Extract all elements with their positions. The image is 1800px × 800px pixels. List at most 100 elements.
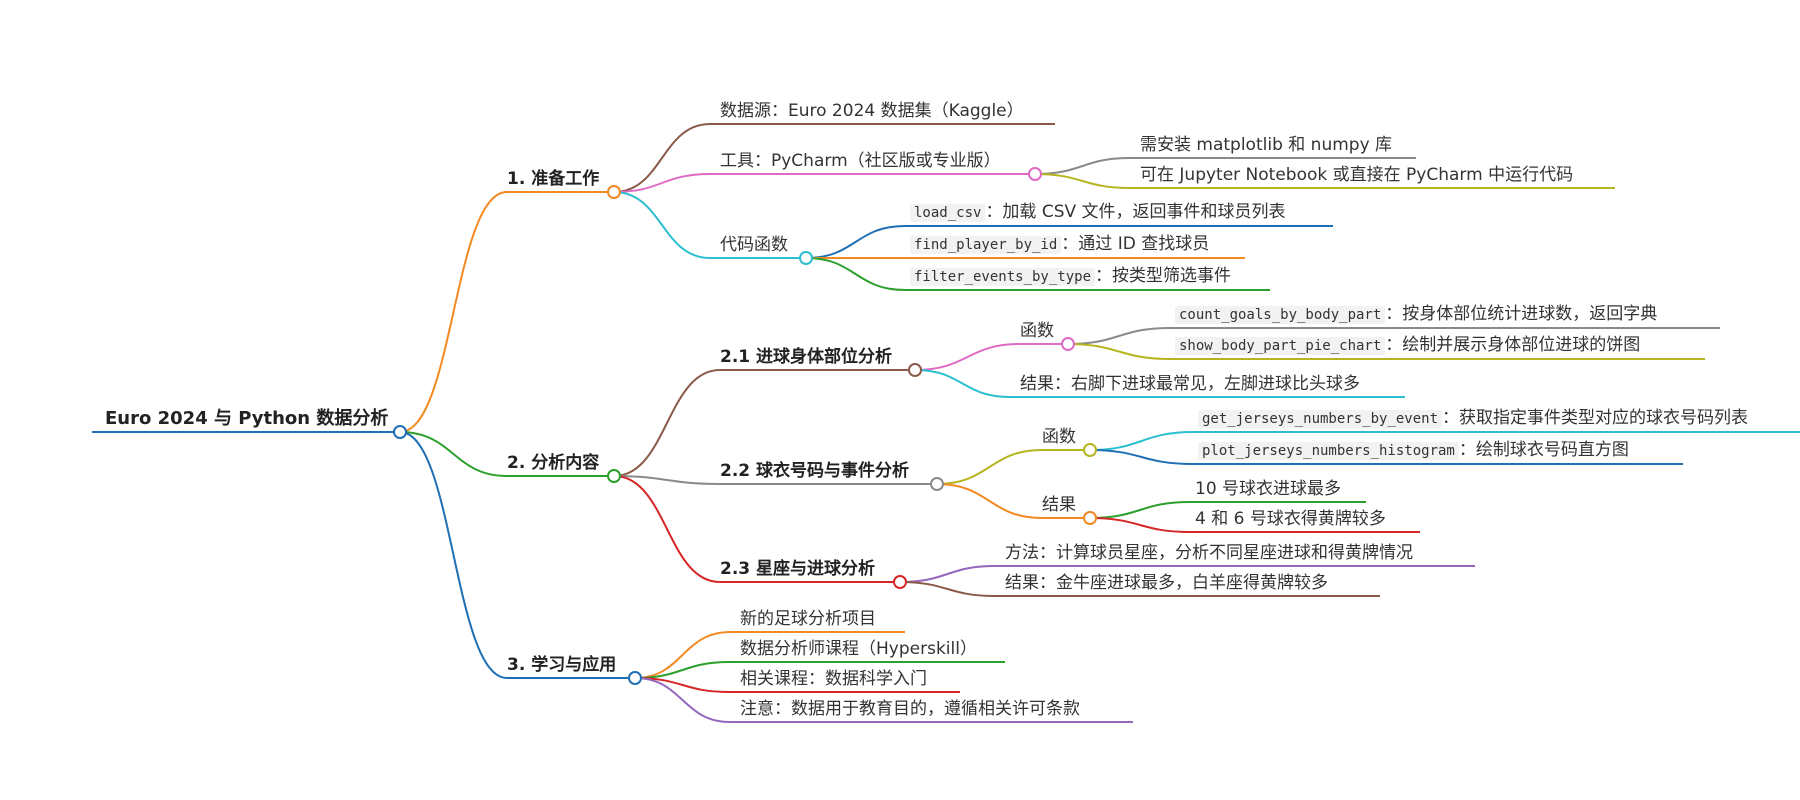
edge-b1c2-b1c2b xyxy=(1034,173,1131,189)
node-b21a2-desc: ：绘制并展示身体部位进球的饼图 xyxy=(1385,335,1641,355)
node-b22[interactable]: 2.2 球衣号码与事件分析 xyxy=(720,460,909,482)
edge-b2-b23 xyxy=(613,475,721,583)
node-b1c3b-desc: ：通过 ID 查找球员 xyxy=(1061,234,1210,254)
node-b22b[interactable]: 结果 xyxy=(1042,494,1076,516)
node-b22a2[interactable]: plot_jerseys_numbers_histogram：绘制球衣号码直方图 xyxy=(1198,439,1629,462)
edge-b21a-b21a2 xyxy=(1067,343,1171,360)
edge-b21a-b21a1 xyxy=(1067,327,1171,345)
node-b1c3a[interactable]: load_csv：加载 CSV 文件，返回事件和球员列表 xyxy=(910,201,1286,224)
node-b3b[interactable]: 数据分析师课程（Hyperskill） xyxy=(740,638,977,660)
node-b1c3c-desc: ：按类型筛选事件 xyxy=(1095,266,1232,286)
edge-b1c3-b1c3c xyxy=(805,257,906,291)
node-b3a-text: 新的足球分析项目 xyxy=(740,609,876,629)
node-b22-text: 2.2 球衣号码与事件分析 xyxy=(720,461,910,481)
node-b21a[interactable]: 函数 xyxy=(1020,320,1054,342)
node-b21a-text: 函数 xyxy=(1020,321,1054,341)
edge-b22-b22b xyxy=(936,483,1043,519)
edge-b3-b3d xyxy=(634,677,731,723)
node-b3-text: 3. 学习与应用 xyxy=(507,655,617,675)
edge-root-b3 xyxy=(399,431,508,679)
node-root-text: Euro 2024 与 Python 数据分析 xyxy=(105,408,389,429)
edge-b1-b1c1 xyxy=(613,123,711,193)
edge-b1-b1c2 xyxy=(613,173,711,193)
node-b22b1[interactable]: 10 号球衣进球最多 xyxy=(1195,478,1341,500)
node-b22b2-text: 4 和 6 号球衣得黄牌较多 xyxy=(1195,509,1386,529)
node-b21a2[interactable]: show_body_part_pie_chart：绘制并展示身体部位进球的饼图 xyxy=(1175,334,1640,357)
node-b1c3a-desc: ：加载 CSV 文件，返回事件和球员列表 xyxy=(985,202,1286,222)
node-b22b-text: 结果 xyxy=(1042,495,1076,515)
node-b1c3b-code: find_player_by_id xyxy=(910,236,1062,254)
edge-b3-b3a xyxy=(634,631,731,679)
node-b1c2a-text: 需安装 matplotlib 和 numpy 库 xyxy=(1140,135,1393,155)
node-b22b1-text: 10 号球衣进球最多 xyxy=(1195,479,1342,499)
node-b1c2[interactable]: 工具：PyCharm（社区版或专业版） xyxy=(720,150,1001,172)
edge-b21-b21a xyxy=(914,343,1021,371)
node-b1c3c[interactable]: filter_events_by_type：按类型筛选事件 xyxy=(910,265,1231,288)
node-b3c[interactable]: 相关课程：数据科学入门 xyxy=(740,668,927,690)
edge-layer xyxy=(399,123,1194,723)
node-b1c2a[interactable]: 需安装 matplotlib 和 numpy 库 xyxy=(1140,134,1392,156)
node-b3[interactable]: 3. 学习与应用 xyxy=(507,654,616,676)
node-b22b2[interactable]: 4 和 6 号球衣得黄牌较多 xyxy=(1195,508,1386,530)
node-b2[interactable]: 2. 分析内容 xyxy=(507,452,599,474)
node-b3d[interactable]: 注意：数据用于教育目的，遵循相关许可条款 xyxy=(740,698,1080,720)
node-b3c-text: 相关课程：数据科学入门 xyxy=(740,669,927,689)
edge-b22a-b22a2 xyxy=(1089,449,1194,465)
collapse-toggle-b22[interactable] xyxy=(930,477,944,491)
collapse-toggle-b22b[interactable] xyxy=(1083,511,1097,525)
node-b21a1[interactable]: count_goals_by_body_part：按身体部位统计进球数，返回字典 xyxy=(1175,303,1657,326)
node-b1c1[interactable]: 数据源：Euro 2024 数据集（Kaggle） xyxy=(720,100,1024,122)
node-b23b[interactable]: 结果：金牛座进球最多，白羊座得黄牌较多 xyxy=(1005,572,1328,594)
node-b1c3-text: 代码函数 xyxy=(720,235,788,255)
collapse-dot-layer xyxy=(393,167,1097,685)
node-b21a1-code: count_goals_by_body_part xyxy=(1175,306,1386,324)
node-b22a-text: 函数 xyxy=(1042,427,1076,447)
node-b1c3[interactable]: 代码函数 xyxy=(720,234,788,256)
edge-b2-b22 xyxy=(613,475,721,485)
edge-root-b1 xyxy=(399,191,508,433)
node-b23[interactable]: 2.3 星座与进球分析 xyxy=(720,558,875,580)
edge-root-b2 xyxy=(399,431,508,477)
node-b1c3a-code: load_csv xyxy=(910,204,986,222)
node-b22a1-desc: ：获取指定事件类型对应的球衣号码列表 xyxy=(1442,408,1749,428)
node-b22a2-code: plot_jerseys_numbers_histogram xyxy=(1198,442,1459,460)
node-b21b[interactable]: 结果：右脚下进球最常见，左脚进球比头球多 xyxy=(1020,373,1360,395)
collapse-toggle-b1c3[interactable] xyxy=(799,251,813,265)
node-b23a[interactable]: 方法：计算球员星座，分析不同星座进球和得黄牌情况 xyxy=(1005,542,1413,564)
node-b22a1[interactable]: get_jerseys_numbers_by_event：获取指定事件类型对应的… xyxy=(1198,407,1748,430)
collapse-toggle-b1[interactable] xyxy=(607,185,621,199)
collapse-toggle-root[interactable] xyxy=(393,425,407,439)
node-b21b-text: 结果：右脚下进球最常见，左脚进球比头球多 xyxy=(1020,374,1360,394)
collapse-toggle-b1c2[interactable] xyxy=(1028,167,1042,181)
collapse-toggle-b2[interactable] xyxy=(607,469,621,483)
node-b3d-text: 注意：数据用于教育目的，遵循相关许可条款 xyxy=(740,699,1080,719)
edge-b22b-b22b2 xyxy=(1089,517,1191,533)
collapse-toggle-b23[interactable] xyxy=(893,575,907,589)
node-b2-text: 2. 分析内容 xyxy=(507,453,600,473)
collapse-toggle-b22a[interactable] xyxy=(1083,443,1097,457)
node-b22a2-desc: ：绘制球衣号码直方图 xyxy=(1458,440,1629,460)
node-b1c3c-code: filter_events_by_type xyxy=(910,268,1096,286)
node-b21a1-desc: ：按身体部位统计进球数，返回字典 xyxy=(1385,304,1658,324)
collapse-toggle-b21[interactable] xyxy=(908,363,922,377)
underline-layer xyxy=(92,123,1800,723)
node-b3a[interactable]: 新的足球分析项目 xyxy=(740,608,876,630)
node-b1c2b[interactable]: 可在 Jupyter Notebook 或直接在 PyCharm 中运行代码 xyxy=(1140,164,1573,186)
edge-b1-b1c3 xyxy=(613,191,711,259)
collapse-toggle-b21a[interactable] xyxy=(1061,337,1075,351)
collapse-toggle-b3[interactable] xyxy=(628,671,642,685)
node-b21-text: 2.1 进球身体部位分析 xyxy=(720,347,893,367)
node-b1[interactable]: 1. 准备工作 xyxy=(507,168,599,190)
node-b22a[interactable]: 函数 xyxy=(1042,426,1076,448)
node-b3b-text: 数据分析师课程（Hyperskill） xyxy=(740,639,977,659)
node-b23b-text: 结果：金牛座进球最多，白羊座得黄牌较多 xyxy=(1005,573,1328,593)
edge-b22-b22a xyxy=(936,449,1043,485)
node-b21[interactable]: 2.1 进球身体部位分析 xyxy=(720,346,892,368)
node-b1c3b[interactable]: find_player_by_id：通过 ID 查找球员 xyxy=(910,233,1209,256)
node-root[interactable]: Euro 2024 与 Python 数据分析 xyxy=(105,408,388,430)
node-b1c2-text: 工具：PyCharm（社区版或专业版） xyxy=(720,151,1001,171)
node-b23a-text: 方法：计算球员星座，分析不同星座进球和得黄牌情况 xyxy=(1005,543,1413,563)
node-b1-text: 1. 准备工作 xyxy=(507,169,600,189)
node-b1c2b-text: 可在 Jupyter Notebook 或直接在 PyCharm 中运行代码 xyxy=(1140,165,1574,185)
